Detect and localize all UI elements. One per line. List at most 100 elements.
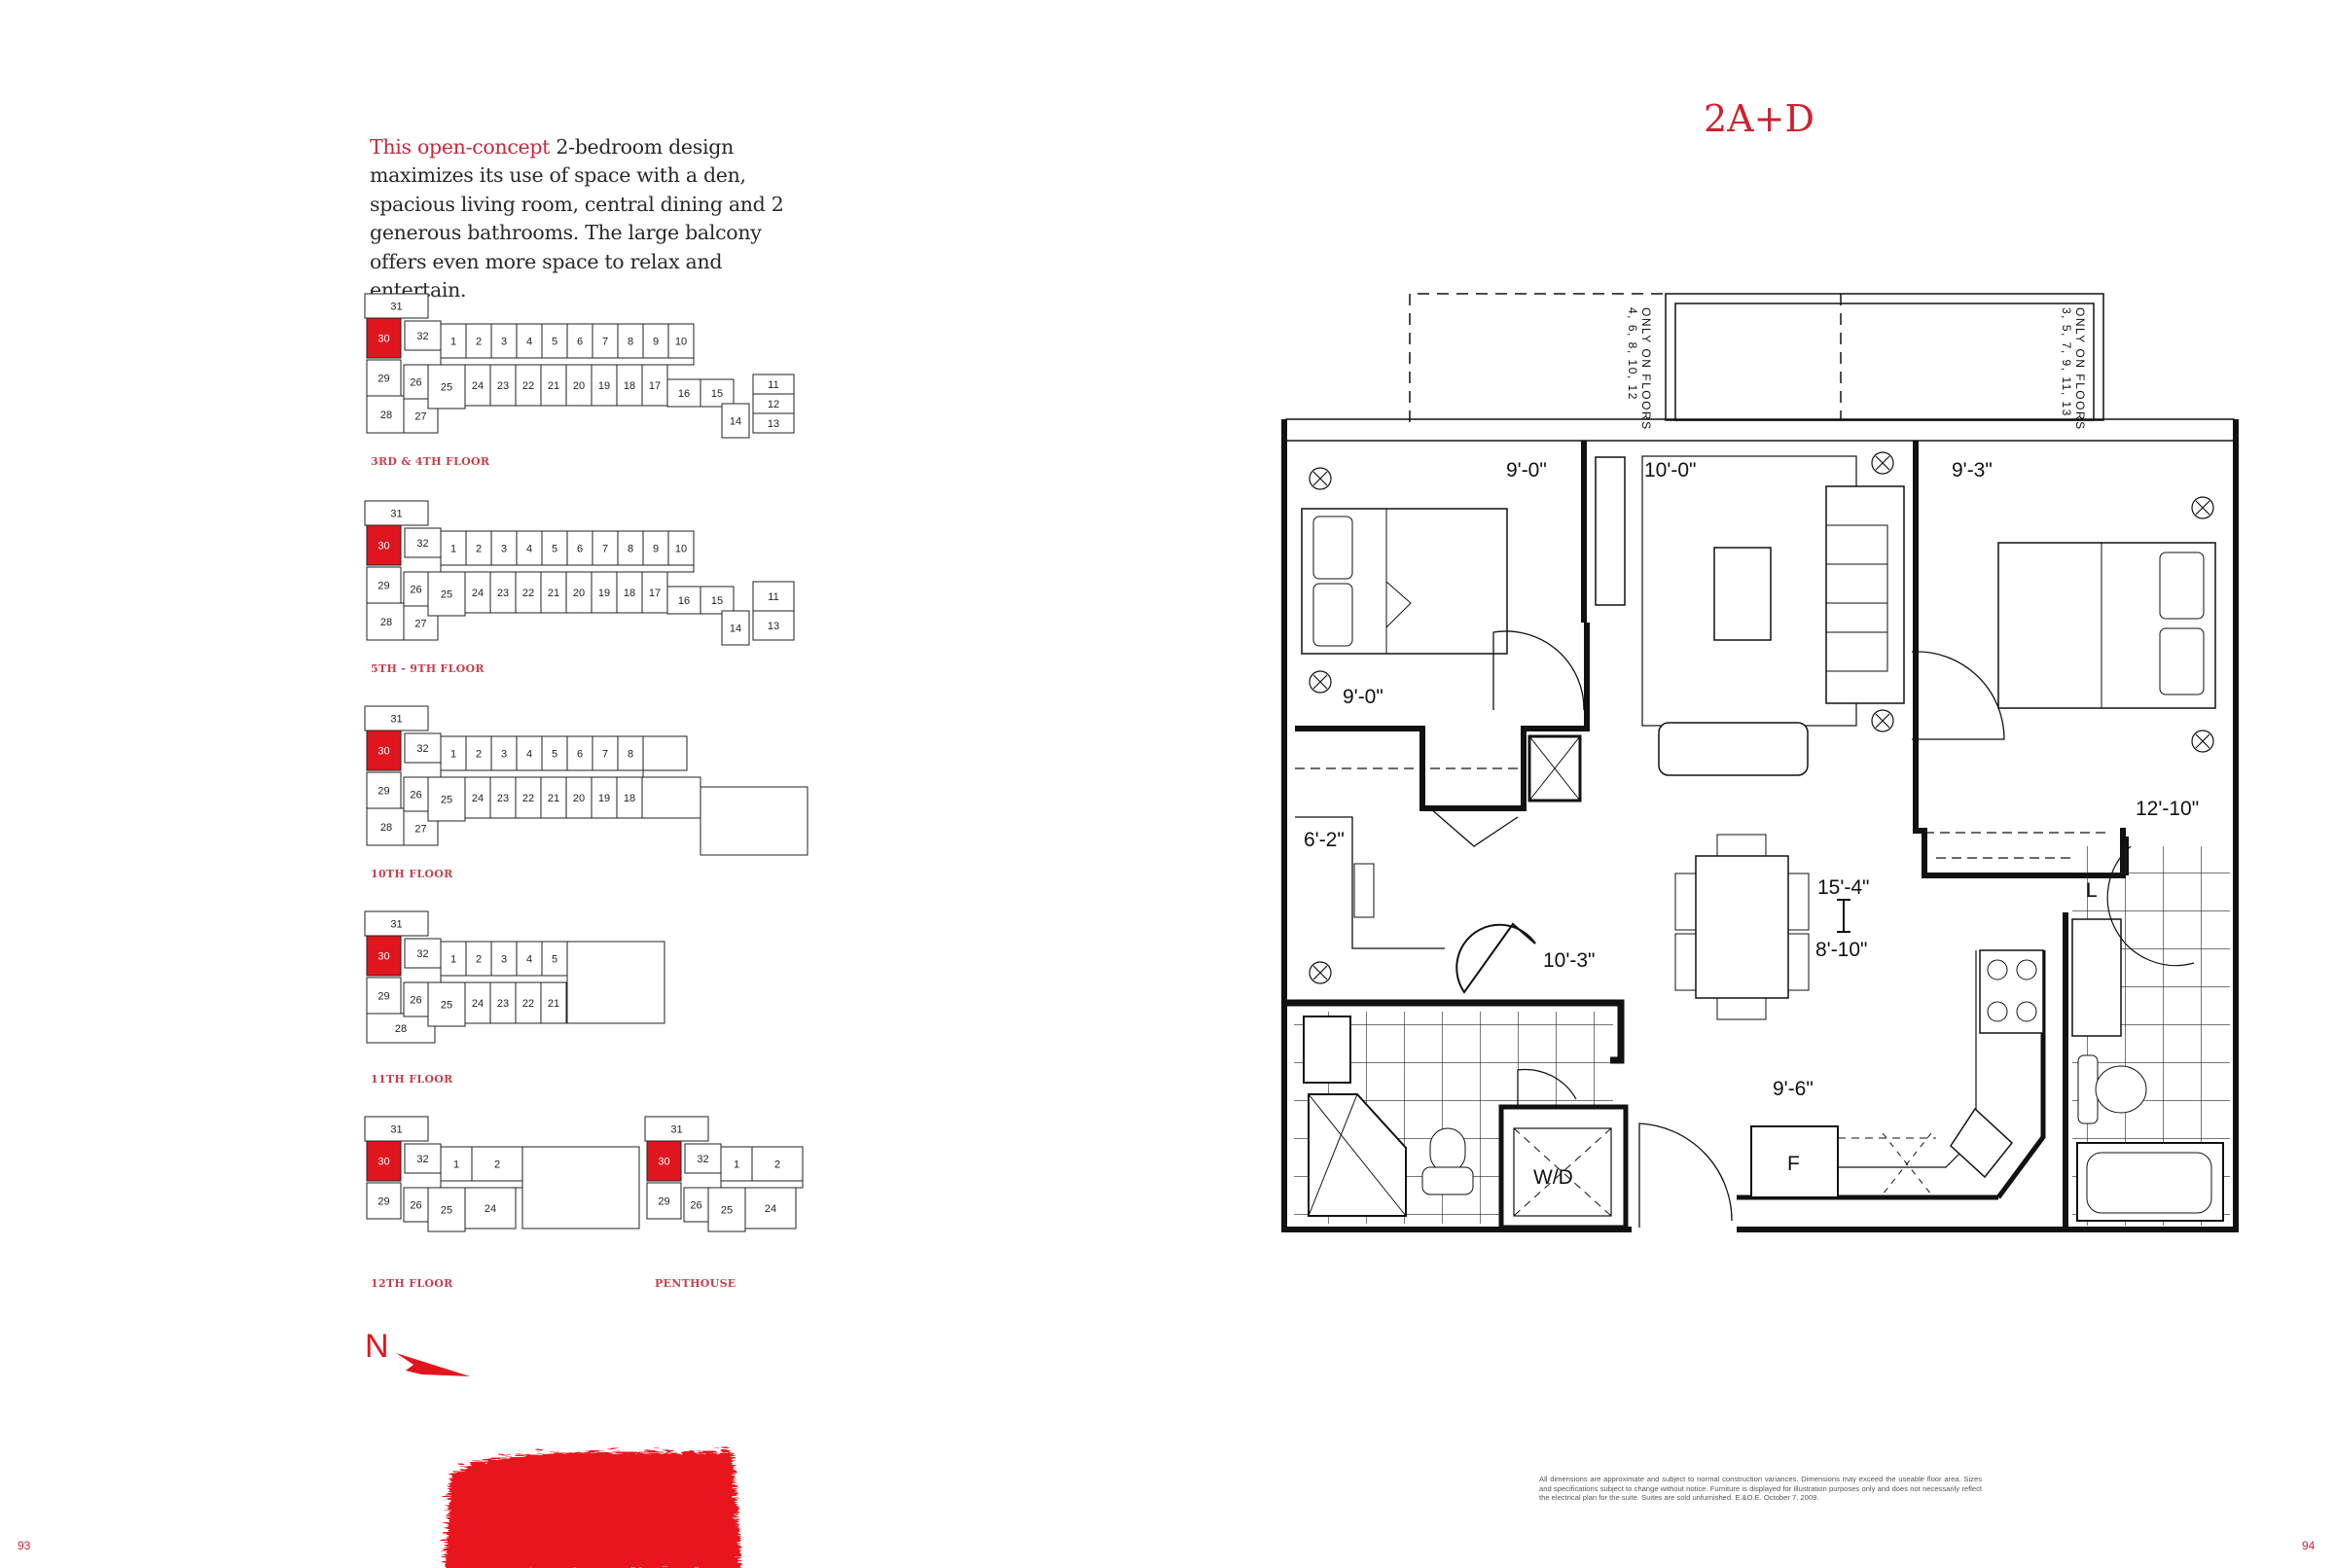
key-plan-unit: 24	[464, 1187, 517, 1229]
unit-number: 8	[628, 337, 633, 348]
unit-number: 11	[768, 591, 778, 603]
unit-number: 22	[522, 588, 534, 599]
key-plan-unit: 26	[403, 776, 429, 812]
key-plan-unit: 29	[366, 977, 402, 1015]
key-plan-unit: 27	[403, 605, 439, 641]
unit-number: 1	[450, 954, 456, 966]
key-plan-label: 11TH FLOOR	[371, 1073, 453, 1086]
unit-number: 6	[577, 544, 583, 555]
north-label: N	[365, 1328, 389, 1365]
key-plan-unit: 21	[540, 571, 567, 614]
unit-number: 3	[501, 954, 507, 966]
key-plan-unit	[521, 1146, 640, 1229]
key-plan-unit: 1	[440, 530, 467, 566]
key-plan-unit: 2	[751, 1146, 804, 1182]
unit-number: 1	[450, 749, 456, 761]
unit-number: 31	[670, 1124, 682, 1136]
key-plan-unit: 23	[489, 364, 517, 407]
key-plan-unit: 5	[541, 735, 568, 771]
unit-number: 27	[414, 619, 426, 630]
key-plan-unit: 8	[617, 323, 644, 359]
unit-number: 22	[522, 998, 534, 1010]
key-plan-unit: 29	[646, 1182, 682, 1220]
unit-number: 30	[377, 746, 389, 758]
key-plan-label: 3RD & 4TH FLOOR	[371, 455, 490, 468]
unit-number: 24	[472, 380, 484, 392]
key-plan-unit	[642, 735, 688, 771]
unit-number: 18	[624, 380, 635, 392]
key-plan-unit: 24	[464, 981, 491, 1024]
key-plan-unit: 23	[489, 981, 517, 1024]
key-plan-unit: 4	[516, 323, 543, 359]
unit-number: 3	[501, 749, 507, 761]
dim-bedroom2-width: 9'-3"	[1952, 459, 1993, 481]
balcony-note-line1: ONLY ON FLOORS	[2073, 307, 2087, 431]
disclaimer: All dimensions are approximate and subje…	[1539, 1475, 1982, 1502]
key-plan-unit: 2	[465, 941, 492, 977]
balcony-note-odd-floors: ONLY ON FLOORS 3, 5, 7, 9, 11, 13	[2060, 307, 2087, 431]
key-plan-unit: 20	[565, 364, 593, 407]
unit-number: 15	[711, 388, 723, 400]
key-plan-unit: 3	[490, 530, 518, 566]
key-plan-label: 12TH FLOOR	[371, 1277, 453, 1290]
unit-number: 28	[380, 410, 392, 421]
key-plan-unit: 29	[366, 359, 402, 397]
key-plan-unit: 6	[566, 735, 593, 771]
unit-number: 9	[653, 544, 659, 555]
key-plan-unit: 32	[404, 938, 442, 969]
key-plan-unit: 7	[592, 323, 619, 359]
key-plan-unit: 26	[403, 981, 429, 1017]
key-plan-unit: 22	[515, 364, 542, 407]
key-plan-unit: 9	[642, 530, 669, 566]
key-plan-unit	[566, 941, 665, 1024]
unit-number: 23	[497, 588, 509, 599]
unit-number: 18	[624, 588, 635, 599]
key-plan-unit: 17	[641, 364, 668, 407]
unit-number: 11	[768, 379, 778, 391]
dim-den-width: 6'-2"	[1304, 829, 1345, 851]
unit-number: 26	[410, 377, 421, 389]
unit-number: 30	[377, 1157, 389, 1168]
key-plan-unit: 3	[490, 735, 518, 771]
unit-number: 26	[410, 995, 421, 1007]
key-plan-unit: 25	[427, 571, 466, 617]
key-plan-unit: 10	[667, 323, 695, 359]
unit-number: 1	[453, 1159, 459, 1171]
unit-number: 7	[602, 337, 608, 348]
key-plan-unit: 26	[683, 1187, 709, 1223]
dim-kitchen-width: 9'-6"	[1773, 1078, 1814, 1100]
key-plan-unit: 22	[515, 981, 542, 1024]
key-plan-unit: 30	[366, 1140, 402, 1182]
unit-number: 32	[416, 1154, 428, 1165]
key-plan-unit: 20	[565, 776, 593, 819]
key-plan-unit: 31	[364, 910, 429, 937]
unit-number: 2	[476, 544, 482, 555]
key-plan-unit	[440, 1180, 523, 1189]
unit-number: 25	[441, 1205, 452, 1217]
key-plan-unit: 2	[471, 1146, 523, 1182]
key-plan-unit: 31	[364, 1116, 429, 1142]
key-plan-unit: 2	[465, 530, 492, 566]
unit-number: 22	[522, 380, 534, 392]
key-plan-unit: 26	[403, 571, 429, 607]
key-plan-unit: 16	[666, 586, 701, 615]
unit-number: 21	[548, 793, 559, 804]
key-plan-unit: 29	[366, 566, 402, 604]
balcony-note-line1: ONLY ON FLOORS	[1639, 307, 1653, 431]
key-plan-unit: 26	[403, 364, 429, 400]
unit-number: 20	[573, 588, 585, 599]
unit-number: 14	[730, 416, 741, 428]
key-plan-unit: 1	[720, 1146, 753, 1182]
key-plan-unit: 13	[752, 412, 795, 434]
key-plan-unit: 3	[490, 941, 518, 977]
key-plan-unit: 23	[489, 571, 517, 614]
unit-number: 29	[377, 786, 389, 798]
unit-number: 24	[472, 588, 484, 599]
unit-number: 7	[602, 544, 608, 555]
unit-number: 20	[573, 793, 585, 804]
key-plan-unit: 19	[591, 776, 618, 819]
key-plan-unit: 30	[646, 1140, 682, 1182]
unit-number: 10	[675, 337, 687, 348]
